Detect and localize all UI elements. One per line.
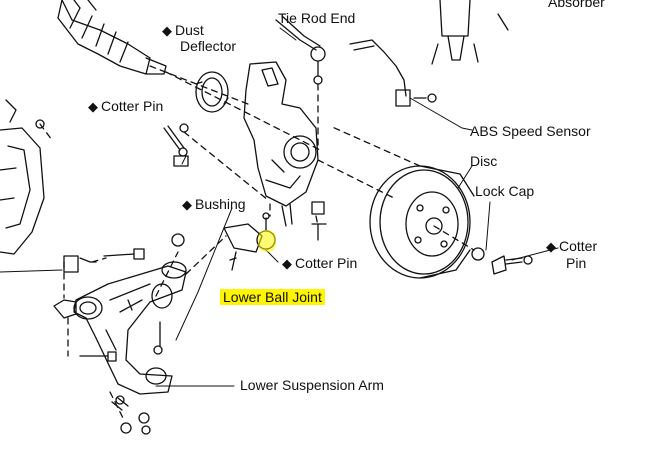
key-point-marker-icon: ◆ [162,23,172,38]
lower-suspension-arm-label: Lower Suspension Arm [240,377,384,393]
abs-speed-sensor [349,39,437,107]
bushing-part [53,299,77,319]
lock-cap-parts [471,247,533,275]
highlighted-label: Lower Ball Joint [220,289,325,305]
assembly-dashed-lines [39,65,475,421]
lower-suspension-arm [73,261,187,395]
cotter-pin-right-line1: Cotter [559,238,598,254]
lock-cap-label: Lock Cap [475,183,535,199]
tie-rod-end-label: Tie Rod End [278,10,356,26]
absorber-label: Absorber [548,0,605,10]
key-point-marker-icon: ◆ [546,239,556,254]
key-point-marker-icon: ◆ [182,197,192,212]
dust-deflector-label-line2: Deflector [180,38,237,54]
abs-speed-sensor-label: ABS Speed Sensor [470,123,591,139]
key-point-marker-icon: ◆ [282,256,292,271]
brake-disc [369,165,475,279]
drive-shaft-boot [57,0,167,75]
disc-label: Disc [470,153,498,169]
bushing-label: ◆Bushing [182,196,246,213]
cotter-pin-mid-text: Cotter Pin [295,255,358,271]
lower-ball-joint-label: Lower Ball Joint [220,289,325,305]
tie-rod-end [275,15,326,85]
dust-deflector-ring [195,71,229,113]
cotter-pin-top [163,125,189,167]
bushing-text: Bushing [195,196,246,212]
dust-deflector-line1: Dust [175,22,204,38]
shock-absorber [431,0,509,65]
dust-deflector-label: ◆Dust [162,22,204,39]
cotter-pin-right-label-line2: Pin [566,255,587,271]
cotter-pin-top-text: Cotter Pin [101,98,164,114]
ball-joint-highlight-mark [258,230,276,252]
leader-lines [0,27,559,387]
key-point-marker-icon: ◆ [88,99,98,114]
steering-knuckle [243,61,319,227]
cotter-pin-top-label: ◆Cotter Pin [88,98,163,115]
cotter-pin-mid-label: ◆Cotter Pin [282,255,357,272]
cotter-pin-right-label: ◆Cotter [546,238,597,255]
brake-caliper [0,99,45,255]
